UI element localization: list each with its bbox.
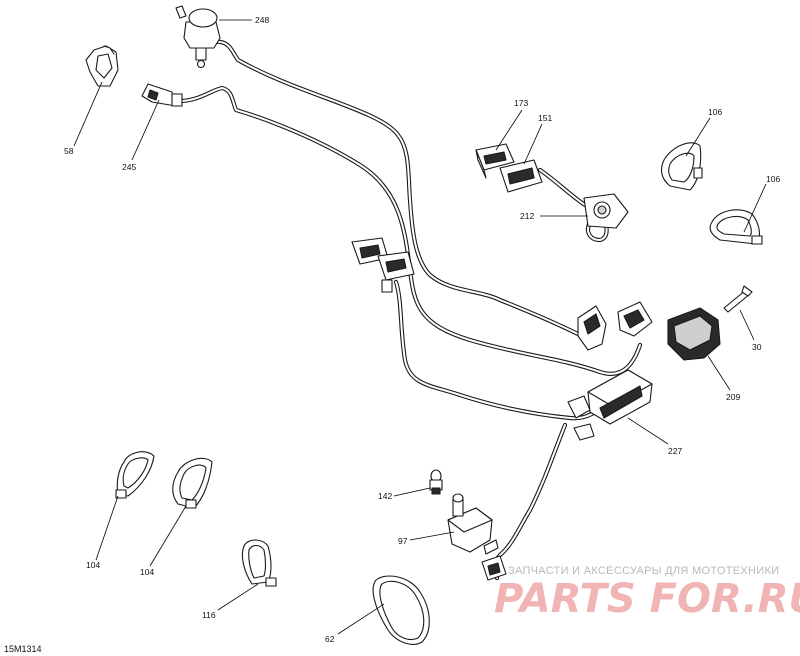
callout-212: 212	[520, 211, 534, 221]
watermark: ЗАПЧАСТИ И АКСЕССУАРЫ ДЛЯ МОТОТЕХНИКИ PA…	[494, 565, 800, 622]
connector-173	[475, 143, 515, 179]
switch-97	[447, 493, 499, 555]
clip-116	[241, 539, 277, 587]
clip-104-right	[172, 457, 213, 509]
callout-248: 248	[255, 15, 269, 25]
callout-30: 30	[752, 342, 762, 352]
callout-62: 62	[325, 634, 335, 644]
callouts: 248 58 245 173 151 106 106 212 30 209 22…	[64, 15, 780, 644]
clip-58	[85, 45, 119, 87]
clip-104-left	[115, 451, 155, 499]
clip-106-lower	[709, 209, 763, 245]
sensor-248	[175, 5, 221, 69]
bolt-30	[723, 285, 753, 313]
callout-151: 151	[538, 113, 552, 123]
wiring-harness	[179, 39, 643, 581]
callout-58: 58	[64, 146, 74, 156]
watermark-brand: PARTS FOR.RU	[494, 576, 800, 622]
callout-106-lower: 106	[766, 174, 780, 184]
callout-245: 245	[122, 162, 136, 172]
bulb-142	[429, 469, 443, 495]
leader-lines	[73, 19, 767, 635]
callout-142: 142	[378, 491, 392, 501]
callout-173: 173	[514, 98, 528, 108]
connector-151	[499, 159, 543, 193]
connector-mid	[567, 395, 595, 441]
callout-209: 209	[726, 392, 740, 402]
callout-106-upper: 106	[708, 107, 722, 117]
clip-106-upper	[660, 142, 703, 191]
diagram-reference: 15M1314	[4, 644, 42, 654]
callout-97: 97	[398, 536, 408, 546]
socket-212	[583, 193, 629, 229]
connector-bottom	[481, 555, 507, 581]
seal-62	[372, 575, 430, 645]
callout-104-left: 104	[86, 560, 100, 570]
connector-pair-left	[351, 237, 415, 293]
callout-104-right: 104	[140, 567, 154, 577]
callout-116: 116	[202, 610, 216, 620]
connector-245	[141, 83, 183, 107]
callout-227: 227	[668, 446, 682, 456]
module-227	[587, 369, 653, 425]
watermark-tagline: ЗАПЧАСТИ И АКСЕССУАРЫ ДЛЯ МОТОТЕХНИКИ	[508, 565, 779, 577]
connector-pair-right	[577, 301, 653, 351]
boot-209	[667, 307, 721, 361]
